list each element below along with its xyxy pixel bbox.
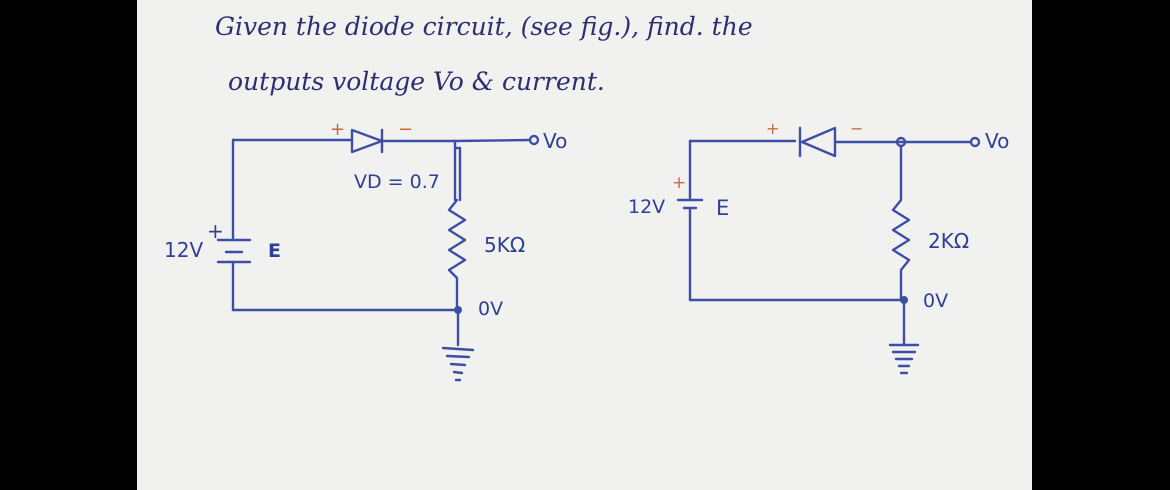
left-diode-plus: + xyxy=(330,119,345,140)
left-ground-symbol xyxy=(441,346,475,382)
right-ground-label: 0V xyxy=(923,290,948,312)
left-ground-label: 0V xyxy=(478,298,503,320)
problem-line-1: Given the diode circuit, (see fig.), fin… xyxy=(215,12,753,41)
right-source-label: 12V xyxy=(628,196,665,218)
left-resistor-label: 5KΩ xyxy=(484,233,525,257)
left-source-symbol: E xyxy=(268,240,281,262)
right-resistor-label: 2KΩ xyxy=(928,229,969,253)
left-source-plus: + xyxy=(207,219,224,243)
right-source-plus: + xyxy=(672,173,686,193)
left-output-label: Vo xyxy=(543,129,567,153)
problem-line-2: outputs voltage Vo & current. xyxy=(228,67,605,96)
right-ground-symbol xyxy=(888,343,920,375)
left-resistor-5k xyxy=(447,198,467,312)
right-diode-plus: + xyxy=(766,119,779,138)
paper-sheet xyxy=(137,0,1032,490)
right-diode-minus: − xyxy=(850,119,863,138)
right-resistor-2k xyxy=(891,144,911,302)
right-output-label: Vo xyxy=(985,129,1009,153)
right-source-symbol: E xyxy=(716,196,729,220)
left-source-label: 12V xyxy=(164,238,203,262)
left-diode-symbol xyxy=(350,128,384,154)
left-node-wire-2 xyxy=(453,146,462,202)
left-output-terminal xyxy=(528,134,540,146)
right-output-terminal xyxy=(969,136,981,148)
left-diode-drop: VD = 0.7 xyxy=(354,171,440,193)
left-circuit: 12V E + + − VD = 0.7 Vo 5KΩ 0V xyxy=(164,119,567,382)
right-circuit: 12V E + + − Vo 2KΩ 0V xyxy=(628,119,1009,375)
left-diode-minus: − xyxy=(398,119,413,140)
left-output-wire xyxy=(453,138,532,143)
